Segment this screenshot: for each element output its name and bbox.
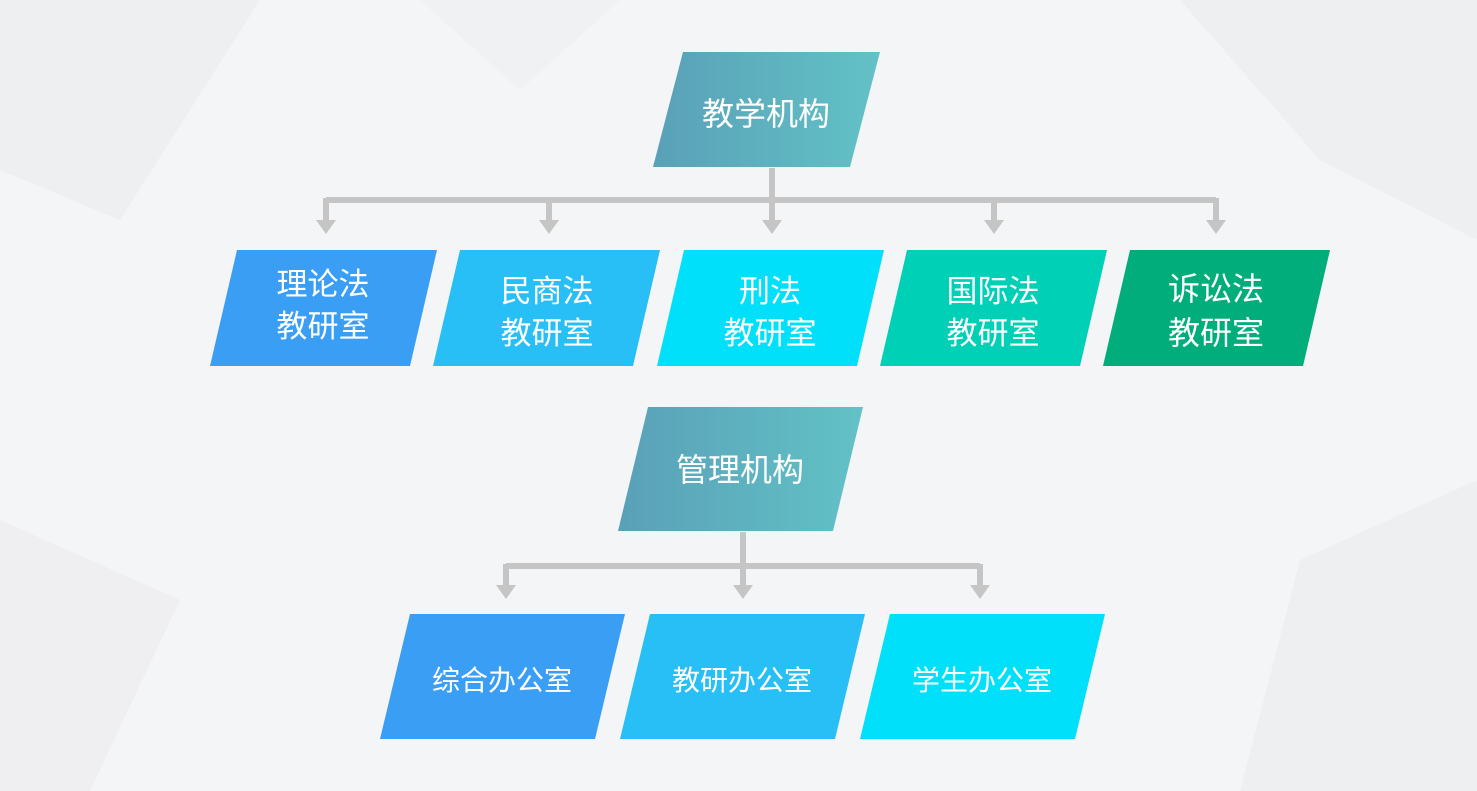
teaching-units: 理论法 教研室 民商法 教研室 刑法 教研室 国际法 教研室 诉讼法 教 [210,250,1330,366]
teaching-unit-litigation: 诉讼法 教研室 [1103,250,1330,366]
teaching-unit-civil-commercial: 民商法 教研室 [433,250,660,366]
teaching-arrowhead-5 [1206,220,1226,234]
teaching-unit-criminal-line1: 刑法 [739,274,801,310]
teaching-unit-litigation-shape [1103,250,1330,366]
management-connector [496,532,990,599]
management-unit-teaching-research-shape [620,614,865,739]
management-section: 管理机构 综合办公室 教研办公室 学生办公室 [380,407,1105,739]
management-unit-teaching-research: 教研办公室 [620,614,865,739]
management-unit-general-shape [380,614,625,739]
management-unit-general: 综合办公室 [380,614,625,739]
management-unit-teaching-research-label: 教研办公室 [672,664,812,697]
teaching-arrowhead-1 [316,220,336,234]
teaching-unit-civil-commercial-line2: 教研室 [501,316,594,352]
teaching-drop-arrows [316,198,1226,234]
teaching-unit-criminal-shape [657,250,884,366]
management-arrowhead-2 [733,585,753,599]
teaching-unit-international-shape [880,250,1107,366]
teaching-arrowhead-3 [762,220,782,234]
management-header-title: 管理机构 [676,451,804,489]
teaching-header-shape [653,52,880,167]
teaching-unit-international-line1: 国际法 [947,274,1040,310]
teaching-unit-theory-line2: 教研室 [277,309,370,345]
management-header-shape [618,407,863,531]
teaching-unit-theory-line1: 理论法 [277,267,370,303]
management-unit-general-label: 综合办公室 [432,664,572,697]
management-unit-student-shape [860,614,1105,739]
teaching-unit-international-line2: 教研室 [947,316,1040,352]
management-arrowhead-3 [970,585,990,599]
teaching-unit-litigation-line2: 教研室 [1168,314,1264,352]
teaching-connector [316,168,1226,234]
management-unit-student: 学生办公室 [860,614,1105,739]
teaching-arrowhead-2 [539,220,559,234]
teaching-unit-international: 国际法 教研室 [880,250,1107,366]
teaching-unit-theory-shape [210,250,437,366]
teaching-unit-criminal: 刑法 教研室 [657,250,884,366]
teaching-unit-civil-commercial-shape [433,250,660,366]
teaching-section: 教学机构 理论法 教研室 民商法 教研室 刑法 教研室 国际法 教研室 [210,52,1330,366]
management-arrowhead-1 [496,585,516,599]
management-drop-arrows [496,564,990,599]
teaching-arrowhead-4 [984,220,1004,234]
management-header: 管理机构 [618,407,863,531]
teaching-header-title: 教学机构 [702,95,830,133]
teaching-unit-litigation-line1: 诉讼法 [1168,270,1264,308]
teaching-header: 教学机构 [653,52,880,167]
management-units: 综合办公室 教研办公室 学生办公室 [380,614,1105,739]
teaching-unit-criminal-line2: 教研室 [724,316,817,352]
teaching-unit-civil-commercial-line1: 民商法 [501,274,594,310]
management-unit-student-label: 学生办公室 [912,664,1052,697]
teaching-unit-theory: 理论法 教研室 [210,250,437,366]
